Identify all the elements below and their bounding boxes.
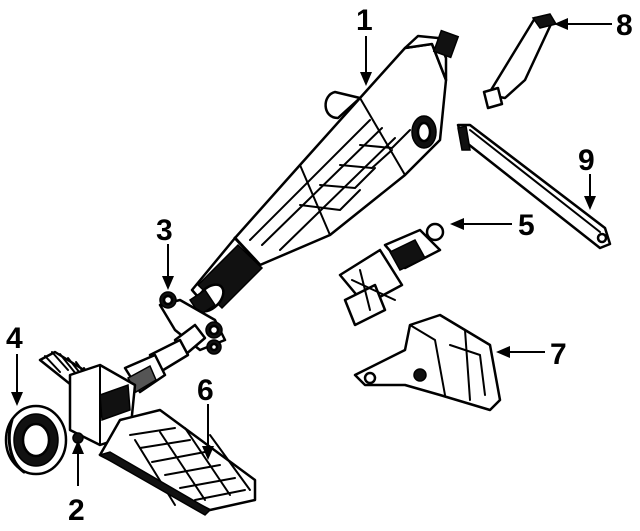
callout-7-label: 7: [550, 338, 567, 371]
callout-5-label: 5: [518, 209, 535, 242]
seal-ring-part: [4, 404, 68, 476]
callout-9-label: 9: [578, 144, 595, 177]
callout-2-label: 2: [68, 494, 85, 527]
u-joint-part: [338, 222, 445, 327]
callout-8-label: 8: [616, 9, 633, 42]
pedal-plate-part: [98, 408, 257, 516]
u-joint-bracket-part: [158, 291, 227, 355]
callout-6-label: 6: [197, 374, 214, 407]
callout-leaders: [11, 18, 612, 486]
column-cover-strip-part: [456, 123, 612, 250]
mount-bracket-part: [353, 313, 502, 412]
callout-4-label: 4: [6, 322, 23, 355]
intermediate-shaft: [123, 323, 207, 394]
tilt-lever-part: [482, 13, 558, 110]
steering-column-part: [188, 29, 460, 317]
callout-1-label: 1: [356, 4, 373, 37]
callout-3-label: 3: [156, 214, 173, 247]
